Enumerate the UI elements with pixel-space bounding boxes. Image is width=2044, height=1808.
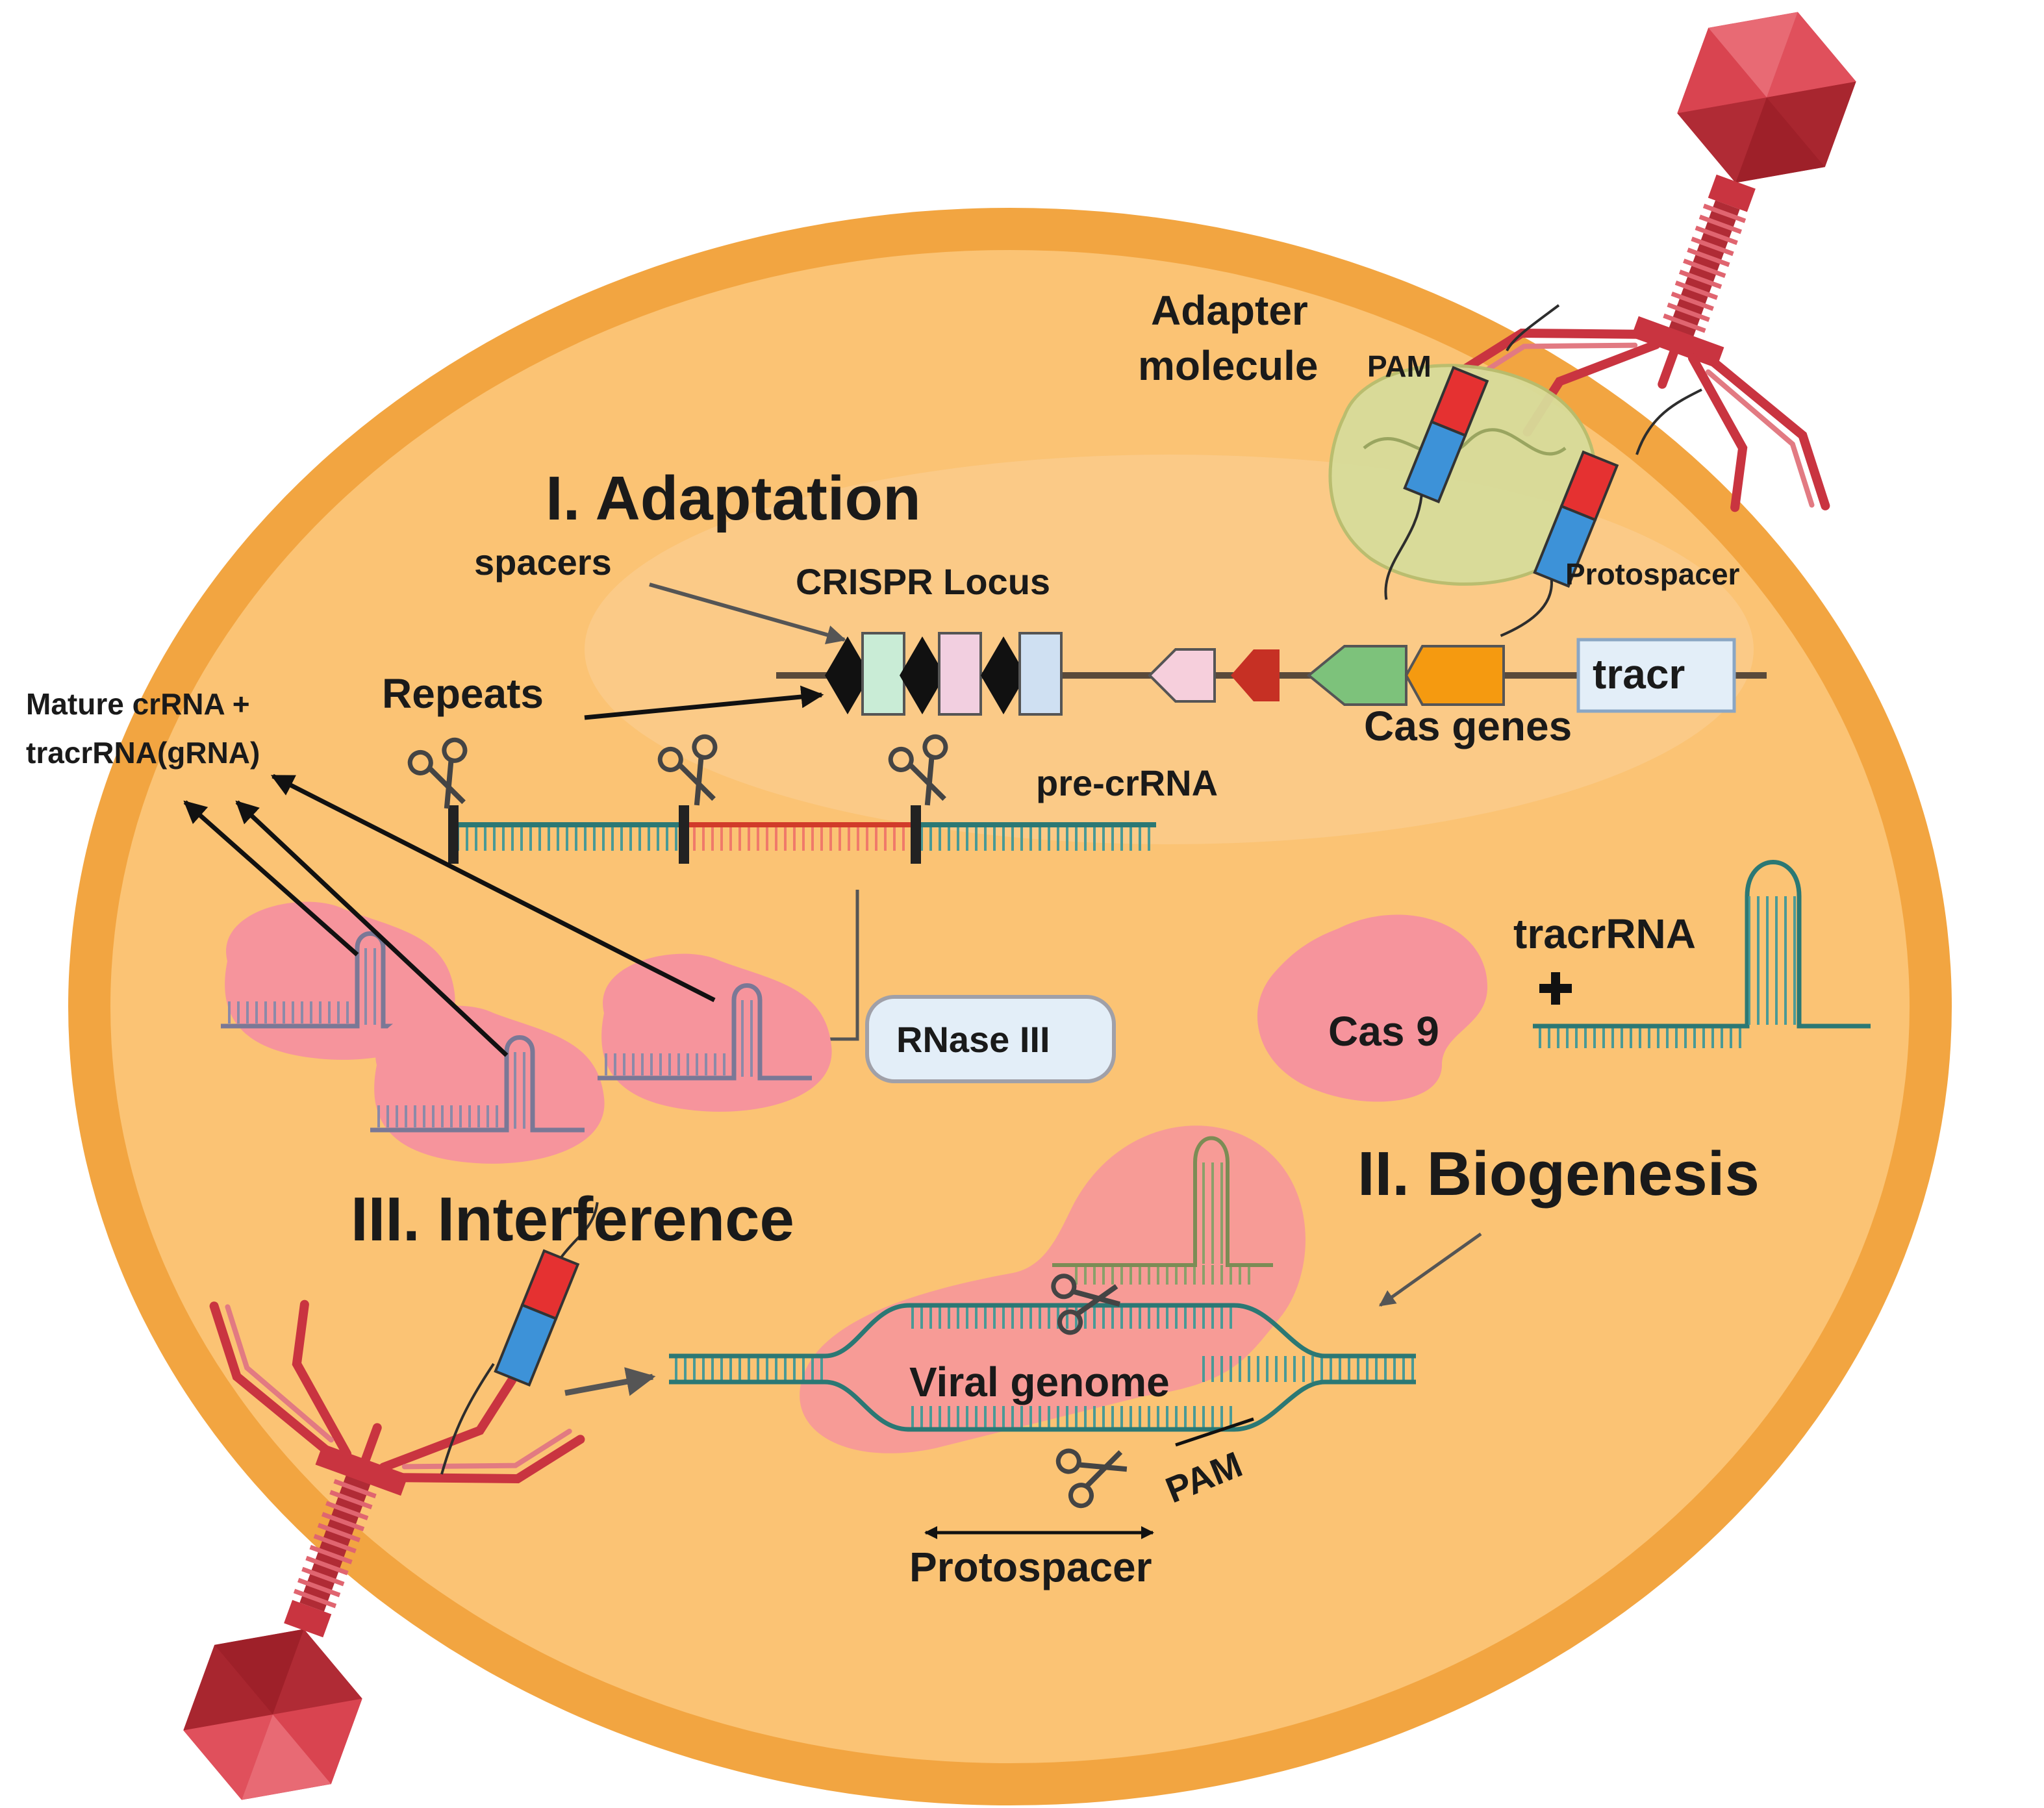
guide-rna-hairpin [1052, 1136, 1273, 1285]
cas-gene-pink [1148, 648, 1216, 703]
injected-dna-top-2 [1635, 388, 1702, 455]
rnase-iii-label: RNase III [896, 1019, 1050, 1060]
rnase-iii-box [865, 995, 1116, 1083]
spacer-box [938, 632, 982, 716]
interference-protospacer-pam [494, 1202, 599, 1387]
repeats-arrow [584, 685, 824, 720]
injected-dna-top-1 [1506, 304, 1560, 351]
adapter-protospacer-pam [1384, 366, 1489, 600]
spacers-arrow [649, 583, 846, 645]
pre-crrna-label: pre-crRNA [1036, 762, 1218, 803]
repeat-diamond [825, 636, 870, 714]
biogenesis-arrow [1378, 1232, 1482, 1307]
protospacer-segment [1500, 450, 1619, 637]
spacer-box [1018, 632, 1063, 716]
pam-top-label: PAM [1367, 349, 1432, 383]
tracrrna-hairpin [1533, 860, 1871, 1048]
arrow-to-viral-genome [564, 1367, 656, 1396]
viral-genome-dna [669, 1303, 1416, 1432]
adapter-molecule-label-1: Adapter [1151, 287, 1308, 334]
cas-gene-red [1231, 649, 1280, 701]
repeat-diamond [900, 636, 945, 714]
protospacer-top-label: Protospacer [1565, 557, 1740, 591]
cas9-protein-icon [1257, 914, 1487, 1102]
plus-icon [1539, 972, 1572, 1005]
repeats-label: Repeats [382, 670, 544, 717]
cas-genes [1148, 645, 1505, 706]
tracr-gene-label: tracr [1593, 651, 1685, 697]
adapter-molecule-label-2: molecule [1138, 342, 1318, 389]
repeat-diamond [981, 636, 1026, 714]
pam-pointer [1175, 1417, 1254, 1447]
crispr-locus-label: CRISPR Locus [796, 561, 1050, 602]
stage-interference-title: III. Interference [351, 1185, 794, 1254]
tracr-gene-box [1576, 638, 1736, 713]
arrow-to-mature-1 [183, 800, 359, 957]
crispr-array [825, 632, 1063, 716]
stage-biogenesis-title: II. Biogenesis [1357, 1139, 1760, 1209]
spacer-box [861, 632, 905, 716]
protospacer-bottom-label: Protospacer [909, 1544, 1152, 1590]
cas9-label: Cas 9 [1328, 1008, 1439, 1055]
injected-dna-bottom [440, 1362, 495, 1475]
arrow-to-mature-3 [270, 773, 716, 1003]
spacers-label: spacers [474, 542, 612, 583]
cas-genes-label: Cas genes [1364, 703, 1572, 749]
mature-crrna-label-2: tracrRNA(gRNA) [26, 736, 260, 770]
mature-crrna-label-1: Mature crRNA + [26, 687, 250, 721]
tracrrna-label: tracrRNA [1513, 910, 1696, 957]
arrow-to-mature-2 [235, 800, 509, 1057]
stage-adaptation-title: I. Adaptation [546, 464, 921, 533]
cas-gene-green [1306, 645, 1407, 706]
cas-gene-orange [1404, 645, 1505, 706]
viral-genome-label: Viral genome [909, 1359, 1170, 1405]
pre-crrna-transcript [448, 805, 1156, 864]
adapter-molecule-dna [1363, 428, 1567, 457]
